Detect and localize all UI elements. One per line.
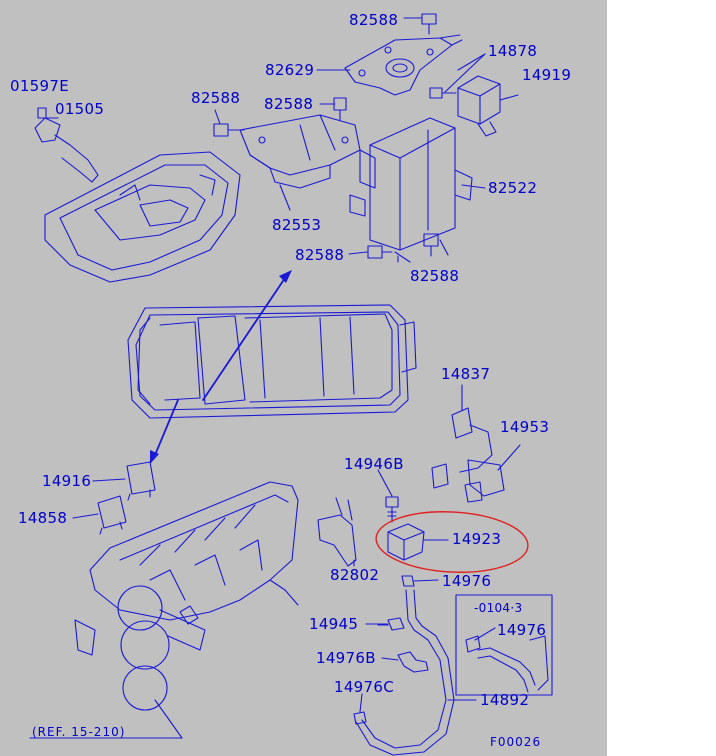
bolt-14946b bbox=[385, 496, 399, 523]
sensor-14923 bbox=[387, 523, 425, 561]
label-inset-code: -0104·3 bbox=[474, 601, 523, 615]
label-82588-d: 82588 bbox=[410, 267, 460, 285]
label-14858: 14858 bbox=[18, 509, 68, 527]
label-14923: 14923 bbox=[452, 530, 502, 548]
bracket-14837-14953 bbox=[431, 407, 505, 503]
label-82588-a: 82588 bbox=[191, 89, 241, 107]
engine-block bbox=[74, 481, 299, 739]
label-14878: 14878 bbox=[488, 42, 538, 60]
bolt-82588-top bbox=[403, 13, 437, 35]
bolt-14878 bbox=[429, 87, 457, 99]
ecu-bracket-82522 bbox=[349, 117, 473, 251]
label-ref: (REF. 15-210) bbox=[32, 725, 126, 739]
label-14892: 14892 bbox=[480, 691, 530, 709]
tray-body bbox=[44, 151, 241, 283]
relay-14916 bbox=[126, 461, 156, 501]
label-14976: 14976 bbox=[442, 572, 492, 590]
label-01505: 01505 bbox=[55, 100, 105, 118]
label-82629: 82629 bbox=[265, 61, 315, 79]
label-14916: 14916 bbox=[42, 472, 92, 490]
sensor-01505 bbox=[34, 107, 99, 183]
label-01597e: 01597E bbox=[10, 77, 69, 95]
relay-14919 bbox=[457, 75, 501, 137]
label-14946b: 14946B bbox=[344, 455, 404, 473]
leader-lines bbox=[29, 53, 521, 739]
diagram-panel bbox=[0, 0, 607, 756]
bolts-82588 bbox=[213, 97, 449, 263]
label-82588-c: 82588 bbox=[295, 246, 345, 264]
vehicle-outline bbox=[127, 304, 417, 419]
highlight-ellipse-14923 bbox=[375, 511, 529, 573]
label-14976c: 14976C bbox=[334, 678, 394, 696]
label-figure-code: F00026 bbox=[490, 735, 542, 749]
label-82588-top: 82588 bbox=[349, 11, 399, 29]
fitting-14976c bbox=[353, 711, 367, 725]
label-82802: 82802 bbox=[330, 566, 380, 584]
bracket-82553 bbox=[239, 114, 361, 189]
label-82553: 82553 bbox=[272, 216, 322, 234]
hose-14892 bbox=[355, 589, 455, 756]
parts-diagram bbox=[29, 13, 553, 756]
fitting-14976 bbox=[401, 575, 415, 587]
label-14976-inset: 14976 bbox=[497, 621, 547, 639]
fitting-14976b bbox=[397, 651, 429, 673]
label-82588-b: 82588 bbox=[264, 95, 314, 113]
label-14837: 14837 bbox=[441, 365, 491, 383]
inset-box bbox=[455, 594, 553, 696]
label-82522: 82522 bbox=[488, 179, 538, 197]
bracket-assembly-82629 bbox=[344, 34, 463, 96]
bracket-82802 bbox=[317, 497, 357, 567]
label-14919: 14919 bbox=[522, 66, 572, 84]
relay-14858 bbox=[97, 495, 127, 535]
label-14953: 14953 bbox=[500, 418, 550, 436]
label-14976b: 14976B bbox=[316, 649, 376, 667]
label-14945: 14945 bbox=[309, 615, 359, 633]
connector-14945 bbox=[377, 617, 405, 631]
leader-arrows bbox=[150, 270, 292, 464]
